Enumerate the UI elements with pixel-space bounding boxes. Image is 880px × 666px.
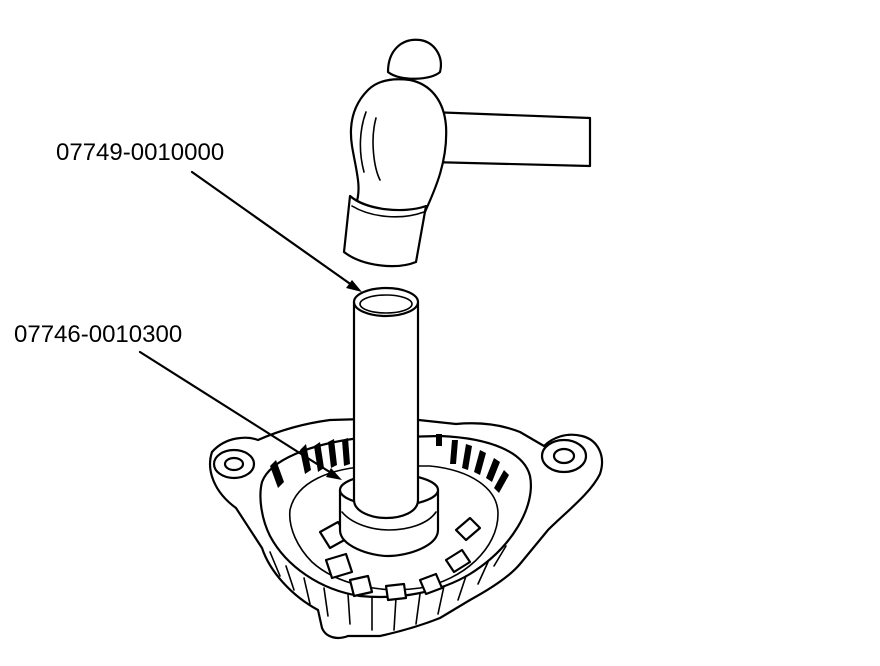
leader-upper-line (190, 170, 358, 290)
leader-upper-arrowhead (346, 280, 362, 292)
callout-lower-part-number: 07746-0010300 (14, 321, 182, 348)
leader-lines (138, 170, 362, 480)
vent-slots (270, 434, 509, 493)
tool-upper-driver (352, 286, 420, 520)
leader-lower-line (138, 350, 338, 478)
leader-lower-arrowhead (326, 468, 342, 480)
callout-upper-part-number: 07749-0010000 (56, 139, 224, 166)
hammer (342, 38, 592, 268)
housing-ribs (269, 545, 507, 631)
